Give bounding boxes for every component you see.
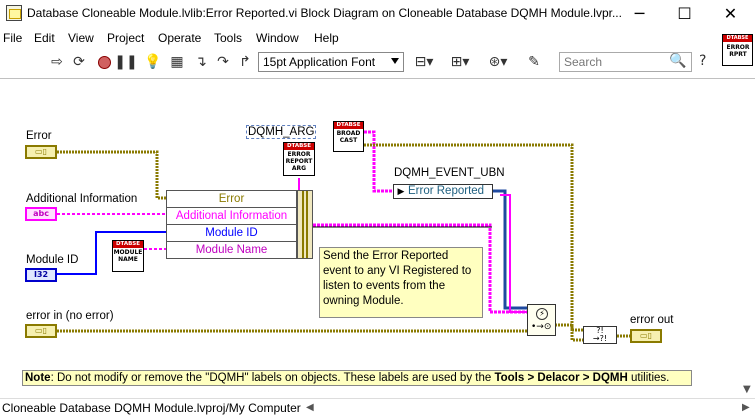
note-text: : Do not modify or remove the "DQMH" lab… — [50, 372, 495, 384]
dqmh-arg-label[interactable]: DQMH_ARG — [246, 125, 317, 139]
search-icon[interactable]: 🔍 — [669, 53, 687, 69]
error-in-label: error in (no error) — [26, 310, 114, 322]
scroll-left-icon[interactable]: ◀ — [306, 402, 314, 413]
clean-up-diagram-icon[interactable]: ✎ — [528, 54, 540, 70]
int-wire[interactable] — [57, 231, 166, 275]
broadcast-error-out-wire[interactable] — [555, 323, 583, 342]
minimize-button[interactable]: ─ — [634, 4, 645, 23]
font-dropdown[interactable]: 15pt Application Font — [258, 52, 404, 72]
subvi-header: DTABSE — [113, 241, 143, 248]
merge-errors-node[interactable]: ?!→?! — [583, 326, 617, 344]
subvi-text: MODULE NAME — [113, 249, 143, 263]
run-arrow-icon[interactable]: ⇨ — [51, 54, 63, 70]
broadcast-node-error-wire[interactable] — [364, 143, 583, 332]
help-icon[interactable]: ? — [699, 53, 707, 69]
close-button[interactable]: ✕ — [723, 4, 738, 23]
vi-icon-text: ERROR RPRT — [726, 44, 750, 58]
note-bold: Note — [25, 372, 51, 384]
event-data-wire[interactable] — [500, 194, 528, 313]
distribute-objects-icon[interactable]: ⊞▾ — [450, 54, 470, 70]
module-id-terminal[interactable]: I32 — [25, 268, 57, 282]
menu-file[interactable]: File — [3, 31, 23, 45]
labview-vi-icon — [6, 5, 22, 21]
menu-view[interactable]: View — [68, 31, 94, 45]
vi-icon: DTABSE ERROR RPRT — [722, 34, 753, 66]
diagram-comment[interactable]: Send the Error Reported event to any VI … — [319, 247, 483, 318]
align-objects-icon[interactable]: ⊟▾ — [414, 54, 434, 70]
run-continuously-icon[interactable]: ⟳ — [73, 54, 85, 70]
chevron-down-icon — [391, 58, 399, 64]
bundle-output-cluster[interactable] — [297, 190, 313, 259]
menu-operate[interactable]: Operate — [158, 31, 202, 45]
event-icon: ⚡ — [536, 308, 548, 320]
generate-user-event-node[interactable]: ⚡ •→⊙ — [527, 304, 556, 336]
abort-icon[interactable] — [95, 53, 113, 71]
subvi-text: BROAD CAST — [336, 130, 361, 144]
event-node-label: Error Reported — [408, 185, 485, 197]
status-text: Cloneable Database DQMH Module.lvproj/My… — [2, 401, 301, 415]
error-control-label: Error — [26, 130, 52, 142]
step-out-icon[interactable]: ↱ — [239, 54, 251, 70]
reorder-icon[interactable]: ⊛▾ — [488, 54, 508, 70]
note-path: Tools > Delacor > DQMH — [494, 372, 628, 384]
menu-edit[interactable]: Edit — [34, 31, 55, 45]
title-bar — [0, 0, 755, 28]
menu-help[interactable]: Help — [314, 31, 339, 45]
bundle-by-name-node[interactable]: Error Additional Information Module ID M… — [166, 190, 297, 259]
event-wire[interactable] — [493, 189, 528, 310]
error-out-terminal[interactable]: ▭▯ — [630, 329, 662, 343]
highlight-execution-icon[interactable]: 💡 — [144, 54, 162, 70]
note-end: utilities. — [627, 372, 670, 384]
subvi-header: DTABSE — [334, 122, 363, 129]
bundle-row-module-name[interactable]: Module Name — [195, 244, 268, 256]
bundle-row-module-id[interactable]: Module ID — [167, 225, 296, 242]
diagram-note[interactable]: Note: Do not modify or remove the "DQMH"… — [22, 370, 692, 386]
status-bar — [0, 398, 755, 416]
error-out-label: error out — [630, 314, 674, 326]
bundle-row-additional-information[interactable]: Additional Information — [167, 208, 296, 225]
retain-wire-values-icon[interactable]: ▦ — [170, 54, 184, 70]
error-wire[interactable] — [57, 150, 166, 200]
subvi-text: ERROR REPORT ARG — [285, 151, 313, 172]
bundle-row-error[interactable]: Error — [167, 191, 296, 208]
subvi-header: DTABSE — [284, 143, 314, 150]
menu-tools[interactable]: Tools — [214, 31, 243, 45]
toolbar-separator — [0, 78, 755, 79]
menu-project[interactable]: Project — [107, 31, 145, 45]
dqmh-event-label: DQMH_EVENT_UBN — [394, 167, 505, 179]
error-report-arg-subvi[interactable]: DTABSE ERROR REPORT ARG — [283, 142, 315, 176]
search-input[interactable]: Search — [559, 52, 692, 72]
pause-icon[interactable]: ❚❚ — [114, 54, 138, 70]
step-over-icon[interactable]: ↷ — [217, 54, 229, 70]
window-title: Database Cloneable Module.lvlib:Error Re… — [27, 6, 622, 20]
event-refnum-icon: ▶ — [397, 186, 405, 196]
broadcast-subvi[interactable]: DTABSE BROAD CAST — [333, 121, 364, 152]
module-name-subvi[interactable]: DTABSE MODULE NAME — [112, 240, 144, 272]
scroll-down-icon[interactable]: ▼ — [743, 384, 751, 395]
error-in-terminal[interactable]: ▭▯ — [25, 324, 57, 338]
additional-info-terminal[interactable]: abc — [25, 207, 57, 221]
menu-window[interactable]: Window — [256, 31, 299, 45]
broadcast-ref-wire[interactable] — [364, 130, 393, 193]
event-refnum-node[interactable]: ▶Error Reported — [393, 184, 493, 199]
maximize-button[interactable]: ☐ — [677, 4, 692, 23]
scroll-right-icon[interactable]: ▶ — [742, 402, 750, 413]
additional-info-label: Additional Information — [26, 193, 138, 205]
error-control-terminal[interactable]: ▭▯ — [25, 145, 57, 159]
vi-icon-header: DTABSE — [723, 35, 752, 42]
event-arrow-icon: •→⊙ — [531, 322, 552, 332]
module-id-label: Module ID — [26, 254, 79, 266]
step-into-icon[interactable]: ↴ — [195, 54, 207, 70]
